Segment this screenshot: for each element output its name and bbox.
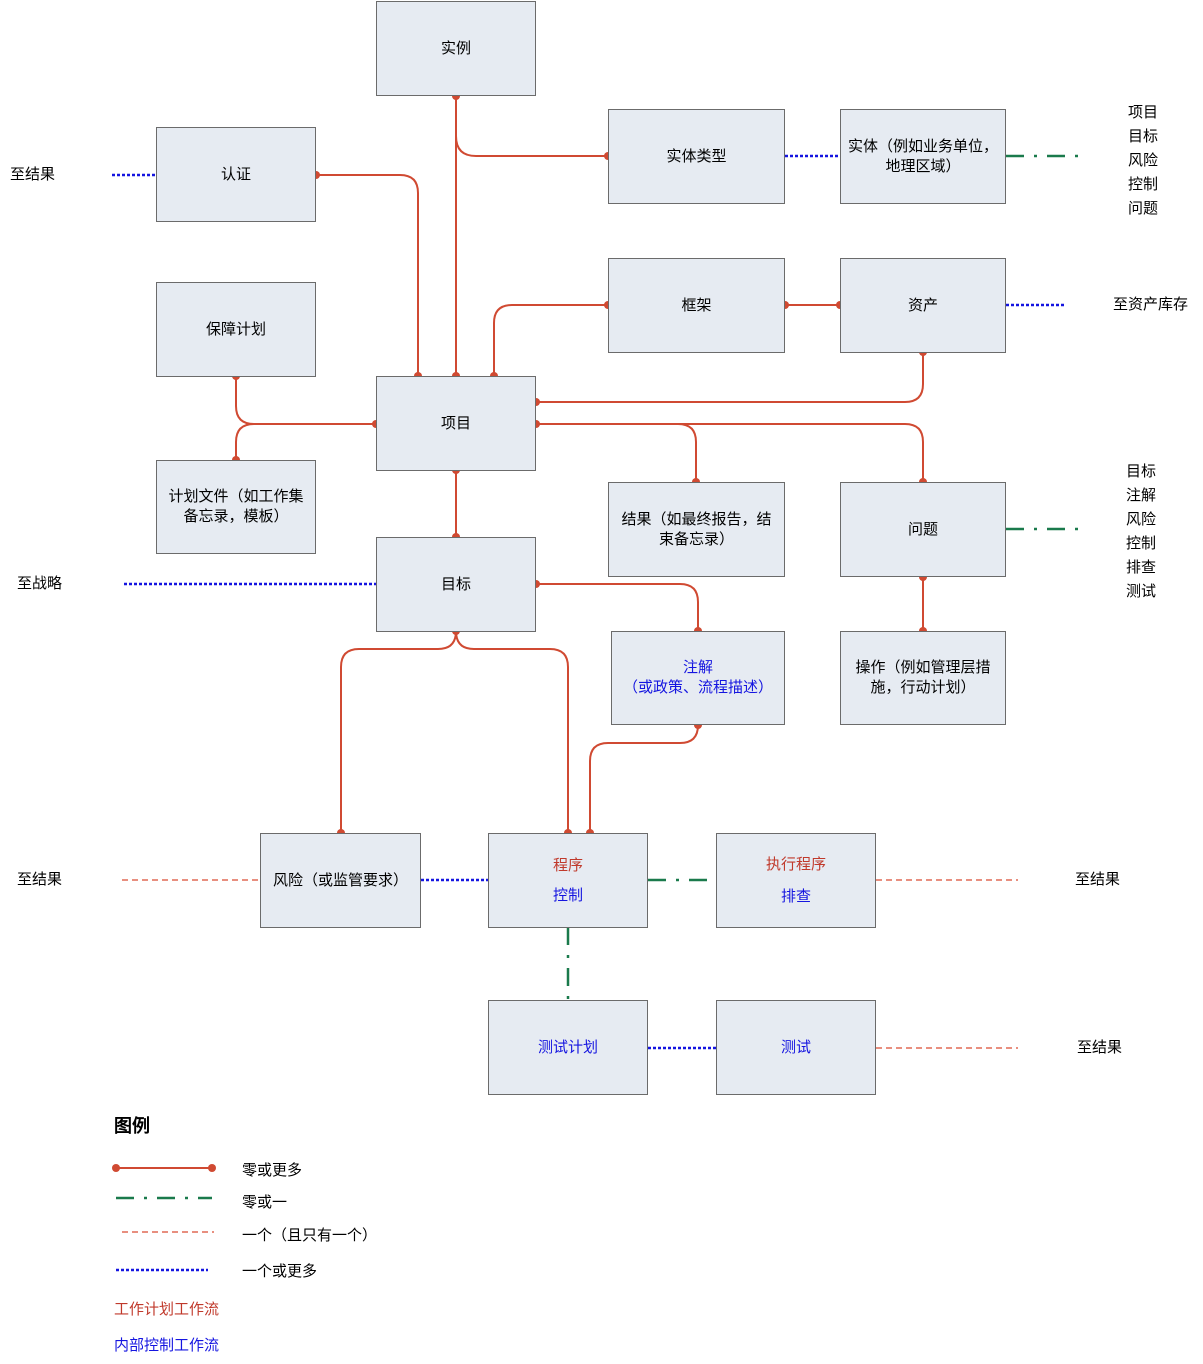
- ext-issue-link: 控制: [1126, 535, 1157, 552]
- connector-objective-procedure: [455, 630, 569, 833]
- box-procedure-control[interactable]: 程序 控制: [488, 833, 648, 928]
- legend-internal-control-flow: 内部控制工作流: [114, 1337, 220, 1354]
- box-certification-label: 认证: [220, 165, 251, 183]
- box-instance[interactable]: 实例: [376, 1, 536, 96]
- box-project[interactable]: 项目: [376, 376, 536, 471]
- box-project-label: 项目: [440, 414, 471, 432]
- box-control-label: 控制: [552, 886, 583, 904]
- box-narrative[interactable]: 注解 （或政策、流程描述）: [611, 631, 785, 725]
- legend-zero-or-one-label: 零或一: [242, 1194, 288, 1211]
- box-objective-label: 目标: [440, 575, 471, 593]
- legend-workplan-flow: 工作计划工作流: [114, 1301, 220, 1318]
- ext-entity-link: 目标: [1128, 128, 1159, 145]
- connector-asset-project: [536, 352, 924, 403]
- box-objective[interactable]: 目标: [376, 537, 536, 632]
- ext-to-result-cert: 至结果: [10, 166, 56, 183]
- box-procedure-label: 程序: [552, 856, 583, 874]
- box-issue-label: 问题: [907, 520, 938, 538]
- connector-planfile-project: [235, 423, 255, 460]
- ext-to-result-exec: 至结果: [1075, 871, 1121, 888]
- box-action-label: 操作（例如管理层措施，行动计划）: [855, 659, 991, 696]
- box-entity-type[interactable]: 实体类型: [608, 109, 785, 204]
- box-plan-file[interactable]: 计划文件（如工作集备忘录，模板）: [156, 460, 316, 554]
- box-exec-walkthrough[interactable]: 执行程序 排查: [716, 833, 876, 928]
- box-instance-label: 实例: [440, 39, 471, 57]
- ext-to-asset-inventory: 至资产库存: [1113, 296, 1189, 313]
- box-risk-label: 风险（或监管要求）: [272, 871, 408, 889]
- box-entity-type-label: 实体类型: [666, 147, 727, 165]
- box-framework[interactable]: 框架: [608, 258, 785, 353]
- ext-issue-link: 目标: [1126, 463, 1157, 480]
- connector-certification-project: [316, 174, 419, 376]
- legend-exactly-one-label: 一个（且只有一个）: [242, 1227, 378, 1244]
- box-asset-label: 资产: [907, 296, 938, 314]
- box-test[interactable]: 测试: [716, 1000, 876, 1095]
- connector-project-issue: [536, 423, 924, 482]
- ext-entity-link: 项目: [1128, 104, 1159, 121]
- ext-issue-link: 注解: [1126, 487, 1157, 504]
- ext-issue-links: 目标 注解 风险 控制 排查 测试: [1126, 460, 1156, 604]
- legend-one-or-more-label: 一个或更多: [242, 1263, 318, 1280]
- connector-framework-project: [493, 304, 608, 376]
- box-walkthrough-label: 排查: [780, 887, 811, 905]
- ext-entity-link: 控制: [1128, 176, 1159, 193]
- box-plan-file-label: 计划文件（如工作集备忘录，模板）: [168, 488, 304, 525]
- connector-objective-risk: [340, 630, 457, 833]
- ext-to-result-risk: 至结果: [17, 871, 63, 888]
- connector-project-result: [536, 423, 697, 482]
- ext-entity-link: 风险: [1128, 152, 1159, 169]
- box-entity-label: 实体（例如业务单位，地理区域）: [847, 137, 998, 175]
- box-result-label: 结果（如最终报告，结束备忘录）: [621, 510, 772, 548]
- connector-objective-narrative: [536, 583, 699, 631]
- box-certification[interactable]: 认证: [156, 127, 316, 222]
- ext-to-strategy: 至战略: [17, 575, 63, 592]
- box-issue[interactable]: 问题: [840, 482, 1006, 577]
- ext-entity-links: 项目 目标 风险 控制 问题: [1128, 101, 1158, 221]
- box-test-plan-label: 测试计划: [537, 1038, 598, 1056]
- ext-entity-link: 问题: [1128, 200, 1159, 217]
- box-exec-procedure-label: 执行程序: [765, 855, 826, 873]
- box-assurance-plan-label: 保障计划: [205, 320, 266, 338]
- box-assurance-plan[interactable]: 保障计划: [156, 282, 316, 377]
- box-narrative-subtitle: （或政策、流程描述）: [622, 679, 773, 696]
- box-action[interactable]: 操作（例如管理层措施，行动计划）: [840, 631, 1006, 725]
- box-risk[interactable]: 风险（或监管要求）: [260, 833, 421, 928]
- ext-issue-link: 风险: [1126, 511, 1157, 528]
- box-test-plan[interactable]: 测试计划: [488, 1000, 648, 1095]
- box-result[interactable]: 结果（如最终报告，结束备忘录）: [608, 482, 785, 577]
- legend-title: 图例: [114, 1116, 150, 1136]
- connector-narrative-procedure: [589, 724, 699, 833]
- box-framework-label: 框架: [681, 296, 712, 314]
- box-narrative-title: 注解: [682, 659, 713, 676]
- legend-zero-or-more-label: 零或更多: [242, 1162, 303, 1179]
- ext-issue-link: 排查: [1126, 559, 1157, 576]
- ext-to-result-test: 至结果: [1077, 1039, 1123, 1056]
- connector-instance-entitytype: [455, 135, 608, 157]
- connector-assurance-project: [235, 376, 376, 425]
- box-test-label: 测试: [780, 1038, 811, 1056]
- box-asset[interactable]: 资产: [840, 258, 1006, 353]
- ext-issue-link: 测试: [1126, 583, 1157, 600]
- box-entity[interactable]: 实体（例如业务单位，地理区域）: [840, 109, 1006, 204]
